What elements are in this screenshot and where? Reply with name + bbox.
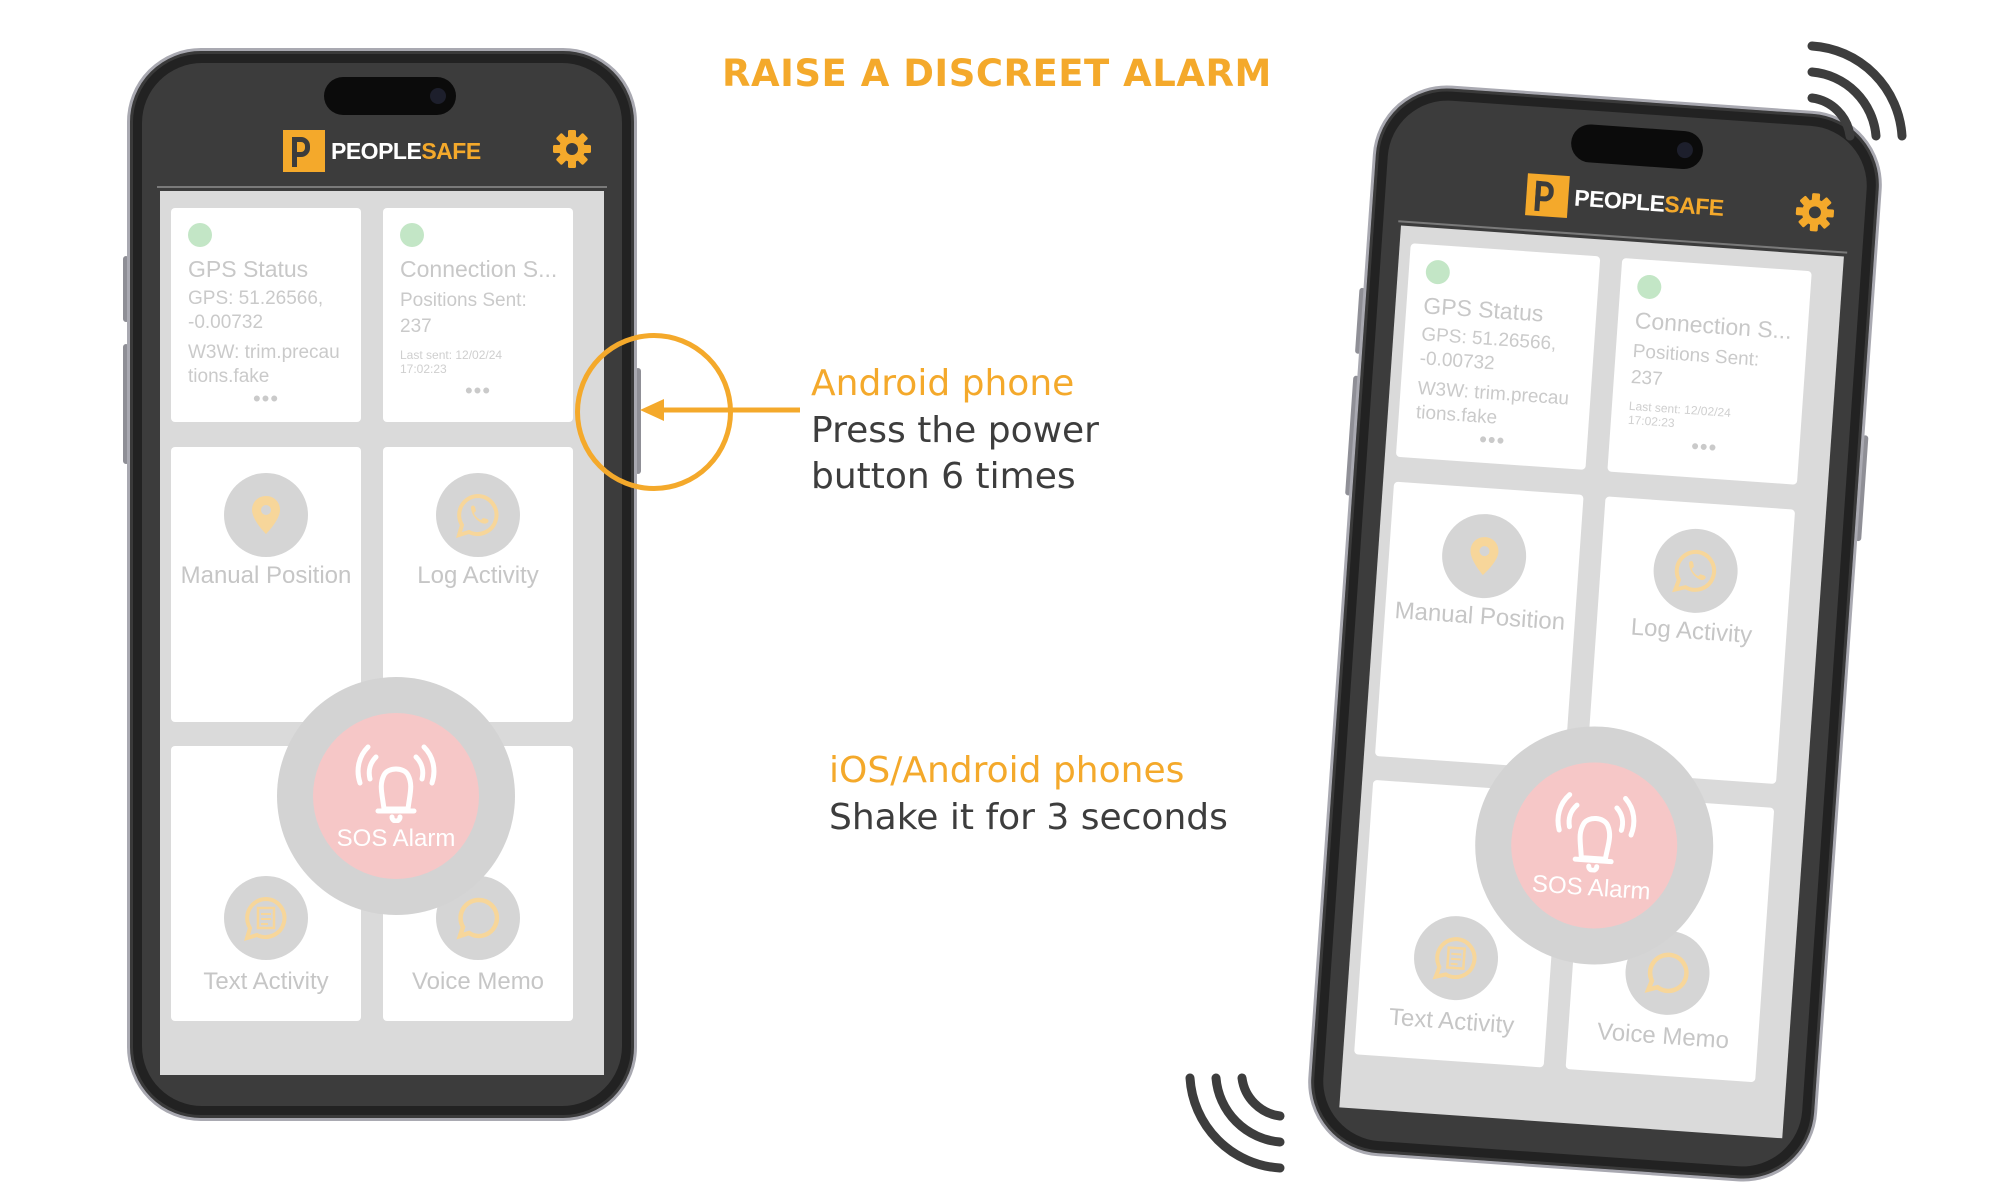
status-dot <box>1636 274 1663 300</box>
app-bar: PEOPLESAFE <box>1383 97 1870 253</box>
card-text: Positions Sent: <box>1632 340 1760 371</box>
app-bar-divider <box>157 186 607 188</box>
more-icon[interactable]: ••• <box>464 378 492 403</box>
whatsapp-icon <box>1672 549 1717 593</box>
shake-note-line: Shake it for 3 seconds <box>829 797 1228 838</box>
vibration-waves-icon <box>1807 41 1907 141</box>
sos-label: SOS Alarm <box>1531 870 1652 906</box>
shake-note-title: iOS/Android phones <box>829 750 1185 791</box>
tile-label: Voice Memo <box>411 968 545 995</box>
location-pin-icon <box>252 496 280 534</box>
whatsapp-icon <box>456 493 499 538</box>
card-text: -0.00732 <box>1419 348 1496 375</box>
volume-button <box>123 344 129 464</box>
phone-left: PEOPLESAFE GPS <box>123 48 641 1121</box>
android-note-title: Android phone <box>811 363 1075 404</box>
card-text: 17:02:23 <box>400 362 447 376</box>
more-icon[interactable]: ••• <box>1690 433 1719 461</box>
phone-screen: PEOPLESAFE GPS <box>1319 96 1871 1171</box>
peoplesafe-logo: PEOPLESAFE <box>283 130 481 172</box>
dashboard: GPS Status GPS: 51.26566, -0.00732 W3W: … <box>1339 225 1844 1139</box>
peoplesafe-logo-mark <box>1525 173 1570 219</box>
card-text: 237 <box>400 316 432 337</box>
log-activity-tile[interactable]: Log Activity <box>383 447 573 722</box>
android-note-line: button 6 times <box>811 456 1076 497</box>
tile-label: Log Activity <box>1629 613 1753 649</box>
card-text: -0.00732 <box>188 312 264 333</box>
card-text: 237 <box>1630 366 1664 391</box>
status-dot <box>1425 259 1451 285</box>
card-title: Connection S... <box>1634 307 1793 344</box>
status-dot <box>188 223 212 247</box>
connection-status-card[interactable]: Connection S... Positions Sent: 237 Last… <box>383 208 573 422</box>
card-title: Connection S... <box>400 256 558 282</box>
sos-alarm-button[interactable]: SOS Alarm <box>313 713 479 879</box>
brand-name-safe: SAFE <box>1663 190 1725 221</box>
tile-label: Manual Position <box>1393 597 1567 636</box>
gear-icon[interactable] <box>1794 191 1837 234</box>
card-title: GPS Status <box>188 256 309 282</box>
card-text: 17:02:23 <box>1627 412 1676 431</box>
card-text: Last sent: 12/02/24 <box>400 348 503 362</box>
card-text: tions.fake <box>188 366 270 387</box>
dashboard: GPS Status GPS: 51.26566, -0.00732 W3W: … <box>160 191 604 1075</box>
android-note-line: Press the power <box>811 410 1099 451</box>
document-chat-icon <box>1432 937 1477 980</box>
brand-name-people: PEOPLE <box>331 137 422 164</box>
arrow-left-icon <box>640 399 800 421</box>
tile-label: Manual Position <box>180 562 352 589</box>
brand-name-safe: SAFE <box>421 137 481 164</box>
dynamic-island <box>324 77 456 115</box>
gps-status-card[interactable]: GPS Status GPS: 51.26566, -0.00732 W3W: … <box>1395 243 1601 470</box>
manual-position-tile[interactable]: Manual Position <box>171 447 361 722</box>
app-bar: PEOPLESAFE <box>142 63 622 186</box>
tile-label: Log Activity <box>417 562 539 589</box>
phone-right: PEOPLESAFE GPS <box>1303 80 1887 1187</box>
alarm-bell-icon <box>1555 792 1637 873</box>
more-icon[interactable]: ••• <box>1478 426 1507 454</box>
sos-label: SOS Alarm <box>336 825 456 852</box>
sos-ring: SOS Alarm <box>277 677 515 915</box>
log-activity-tile[interactable]: Log Activity <box>1586 496 1796 784</box>
headline: RAISE A DISCREET ALARM <box>722 52 1272 95</box>
tile-label: Text Activity <box>203 968 329 995</box>
voice-memo-tile[interactable]: Voice Memo <box>1565 794 1775 1083</box>
gear-icon[interactable] <box>552 129 592 169</box>
vibration-waves-icon <box>1185 1073 1285 1173</box>
dynamic-island <box>1569 123 1705 171</box>
brand-name-people: PEOPLE <box>1573 184 1666 217</box>
alarm-bell-icon <box>355 744 437 823</box>
chat-bubble-icon <box>456 897 500 940</box>
more-icon[interactable]: ••• <box>252 386 280 411</box>
connection-status-card[interactable]: Connection S... Positions Sent: 237 Last… <box>1607 257 1812 485</box>
sos-alarm-button[interactable]: SOS Alarm <box>1505 756 1683 935</box>
card-text: Positions Sent: <box>400 290 527 311</box>
text-activity-tile[interactable]: Text Activity <box>1354 779 1563 1068</box>
peoplesafe-logo: PEOPLESAFE <box>1525 173 1725 229</box>
card-text: W3W: trim.precau <box>188 342 340 363</box>
tile-label: Text Activity <box>1388 1003 1516 1040</box>
card-text: GPS: 51.26566, <box>188 288 324 309</box>
tile-label: Voice Memo <box>1596 1018 1730 1055</box>
location-pin-icon <box>1470 537 1499 576</box>
peoplesafe-logo-mark <box>283 130 325 172</box>
phone-screen: PEOPLESAFE GPS <box>142 63 622 1106</box>
sos-ring: SOS Alarm <box>1467 718 1722 973</box>
document-chat-icon <box>244 896 287 941</box>
card-title: GPS Status <box>1422 292 1545 327</box>
chat-bubble-icon <box>1644 952 1689 994</box>
manual-position-tile[interactable]: Manual Position <box>1374 481 1584 770</box>
volume-button <box>123 256 129 322</box>
gps-status-card[interactable]: GPS Status GPS: 51.26566, -0.00732 W3W: … <box>171 208 361 422</box>
status-dot <box>400 223 424 247</box>
